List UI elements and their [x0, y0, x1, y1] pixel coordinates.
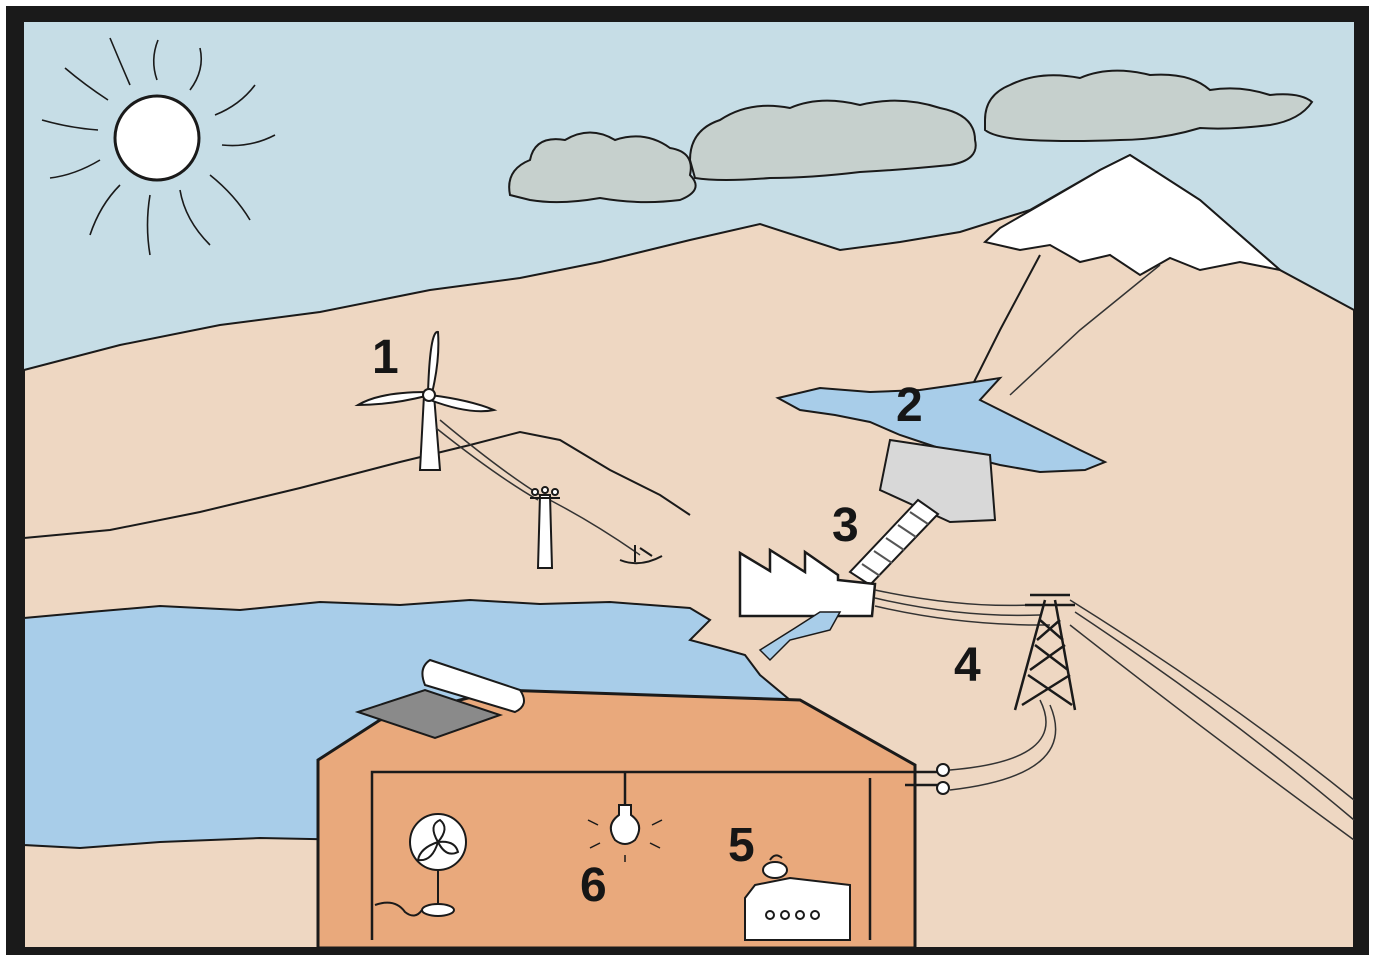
- label-power-station: 3: [832, 502, 859, 550]
- label-reservoir: 2: [896, 382, 923, 430]
- label-cooker: 5: [728, 822, 755, 870]
- label-wind-turbine: 1: [372, 334, 399, 382]
- label-pylon: 4: [954, 642, 981, 690]
- label-light-bulb: 6: [580, 862, 607, 910]
